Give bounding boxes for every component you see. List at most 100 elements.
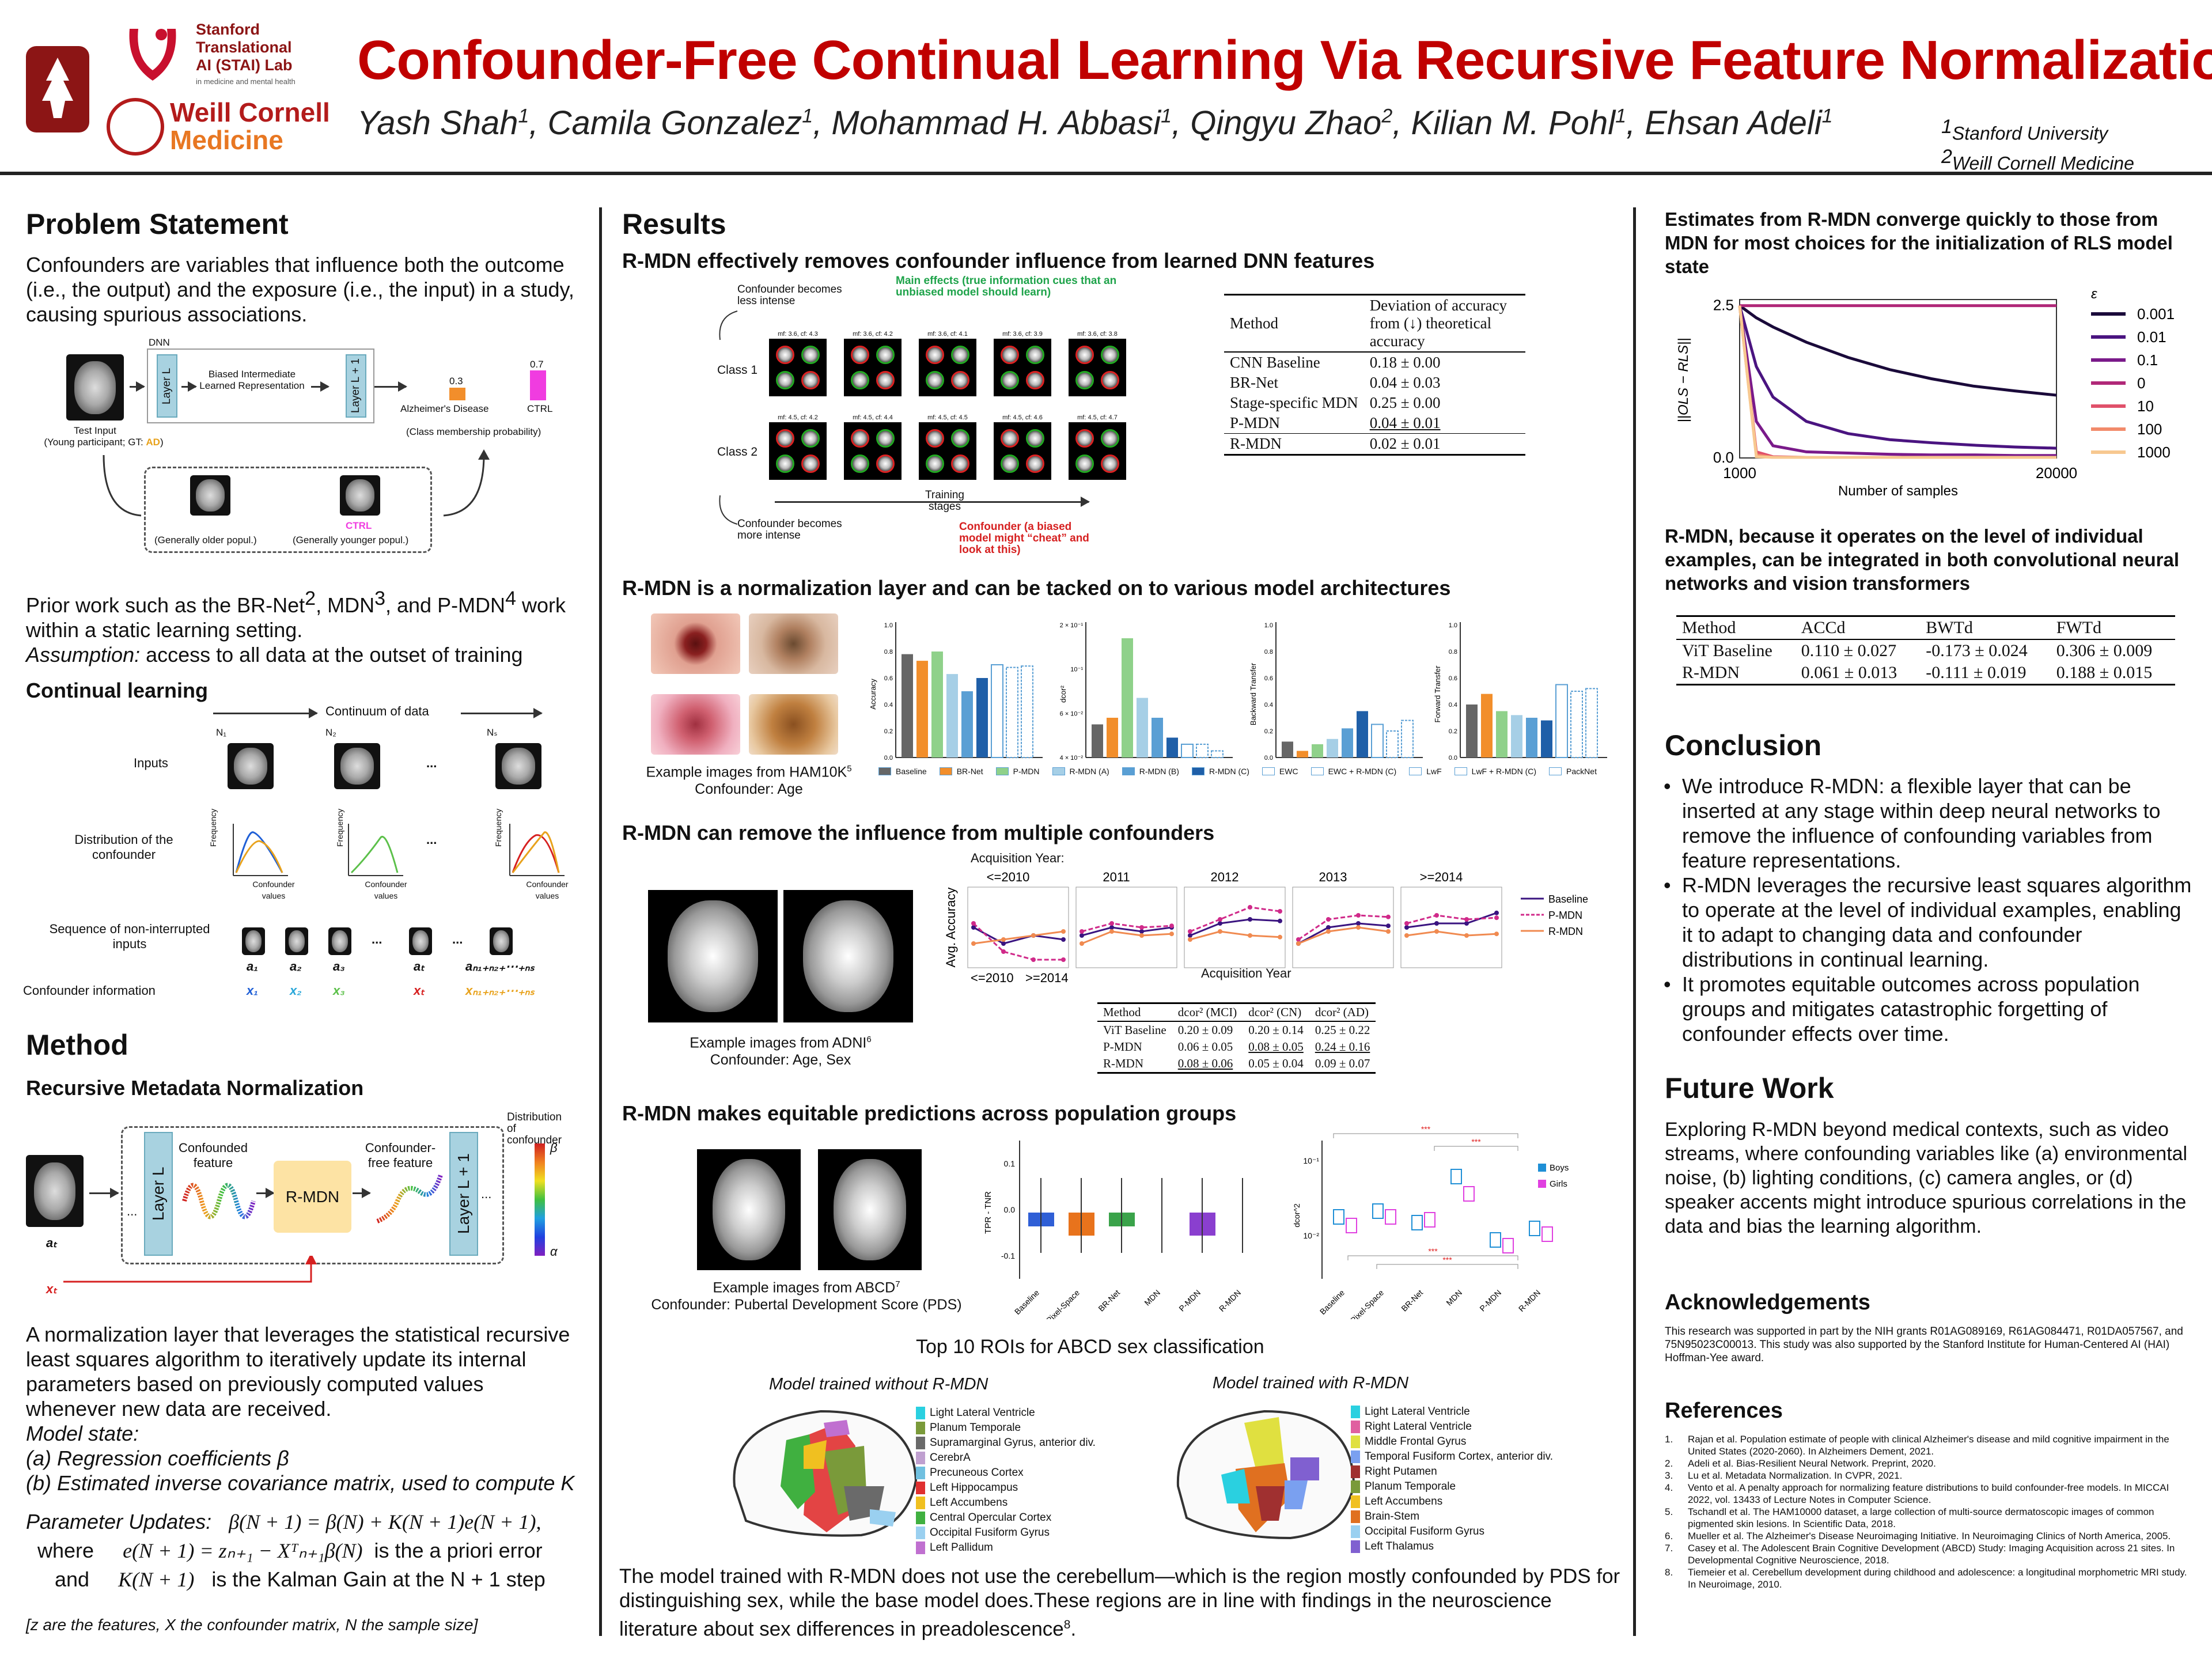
roi-swatch	[1351, 1510, 1360, 1523]
legend-item: EWC + R-MDN (C)	[1310, 766, 1396, 777]
tick-label: -0.1	[1001, 1251, 1015, 1260]
author-name: Mohammad H. Abbasi	[831, 104, 1161, 142]
tick-label: 10⁻¹	[1303, 1156, 1319, 1165]
panel-title: 2013	[1319, 870, 1347, 884]
roi-legend-item: Planum Temporale	[916, 1421, 1096, 1435]
line-panel: >=2014	[1400, 870, 1502, 968]
x-tick-label: Baseline	[1013, 1288, 1041, 1316]
stanford-tree-logo	[26, 46, 89, 132]
bar	[1327, 738, 1338, 757]
tick-label: 0.6	[884, 675, 893, 682]
tick-label: 0.0	[1004, 1205, 1016, 1214]
x-tick-label: Pixel-Space	[1044, 1288, 1081, 1319]
series-point	[1188, 929, 1192, 934]
tile-blob	[1101, 454, 1119, 473]
input-stack-2	[334, 743, 380, 789]
x-tick-label: MDN	[1142, 1288, 1162, 1308]
tick-label: 0.8	[1449, 649, 1457, 656]
tick-label: 0.0	[1449, 755, 1457, 762]
confounder-free-label: Confounder-free feature	[365, 1141, 436, 1170]
roi-legend-item: Left Pallidum	[916, 1540, 1096, 1555]
roi-legend-item: Left Hippocampus	[916, 1480, 1096, 1495]
series-point	[1218, 917, 1222, 922]
author-affil-sup: 1	[1161, 105, 1172, 127]
series-point	[1356, 913, 1361, 918]
roi-swatch	[916, 1407, 925, 1419]
roi-swatch	[1351, 1465, 1360, 1478]
bar	[1357, 711, 1368, 757]
panel-title: <=2010	[987, 870, 1030, 884]
box-boys	[1450, 1169, 1462, 1184]
bar	[1196, 744, 1209, 758]
legend-swatch	[878, 767, 891, 775]
tile-blob	[1101, 371, 1119, 389]
legend-item: R-MDN	[1521, 926, 1583, 937]
abcd-mri-1	[697, 1149, 801, 1270]
author-name: Yash Shah	[357, 104, 518, 142]
results-s2-title: R-MDN is a normalization layer and can b…	[622, 576, 1451, 600]
series-line	[1081, 926, 1172, 937]
tile-blob	[926, 371, 944, 389]
tick-label: 0.4	[1449, 702, 1457, 709]
tile-blob	[926, 454, 944, 473]
conclusion-heading: Conclusion	[1665, 729, 1822, 762]
box-girls	[1463, 1186, 1475, 1202]
box-boys	[1529, 1221, 1540, 1236]
author-list: Yash Shah1, Camila Gonzalez1, Mohammad H…	[357, 104, 1833, 142]
ad-prob-value: 0.3	[449, 376, 463, 387]
roi-swatch	[916, 1422, 925, 1434]
convergence-chart: ||OLS − RLS||Number of samples2.50.01000…	[1676, 286, 2175, 499]
series-line	[1190, 930, 1281, 941]
tile-blob	[776, 429, 794, 448]
x-end-right: >=2014	[1025, 971, 1069, 985]
bar	[976, 678, 988, 757]
method-subheading: Recursive Metadata Normalization	[26, 1076, 364, 1100]
series-line	[1298, 922, 1389, 945]
references-heading: References	[1665, 1399, 1783, 1423]
layer-l-plus-1: Layer L + 1	[346, 354, 366, 418]
series-point	[1061, 937, 1066, 942]
bar	[902, 654, 913, 757]
parameter-updates: Parameter Updates: β(N + 1) = β(N) + K(N…	[26, 1510, 546, 1591]
roi-swatch	[1351, 1435, 1360, 1448]
panel-title: >=2014	[1420, 870, 1463, 884]
series-line	[973, 930, 1064, 945]
synthetic-tile	[994, 422, 1051, 480]
legend-item: P-MDN	[1521, 910, 1582, 921]
tile-blob	[1101, 346, 1119, 364]
series-point	[1031, 957, 1036, 962]
tile-blob	[1026, 346, 1044, 364]
roi-legend-item: Precuneous Cortex	[916, 1465, 1096, 1480]
series-point	[1386, 923, 1391, 929]
series-point	[1061, 929, 1066, 934]
column-divider-1	[599, 207, 602, 1636]
line-panel: 2013	[1292, 870, 1394, 968]
line-panel: <=2010	[967, 870, 1069, 968]
line-panel: 2011	[1075, 870, 1177, 968]
tile-blob	[876, 454, 895, 473]
series-point	[1248, 917, 1252, 922]
future-work-heading: Future Work	[1665, 1072, 1834, 1104]
series-line	[1406, 930, 1497, 937]
y-axis-label: Forward Transfer	[1433, 665, 1442, 723]
author-affil-sup: 1	[1821, 105, 1833, 127]
series-point	[1188, 937, 1192, 942]
legend-swatch	[1052, 767, 1065, 775]
synthetic-tile	[844, 339, 902, 396]
reference-item: 1.Rajan et al. Population estimate of pe…	[1665, 1434, 2169, 1457]
method-layer-l-plus-1: Layer L + 1	[449, 1132, 478, 1256]
legend-label: 10	[2137, 397, 2154, 415]
